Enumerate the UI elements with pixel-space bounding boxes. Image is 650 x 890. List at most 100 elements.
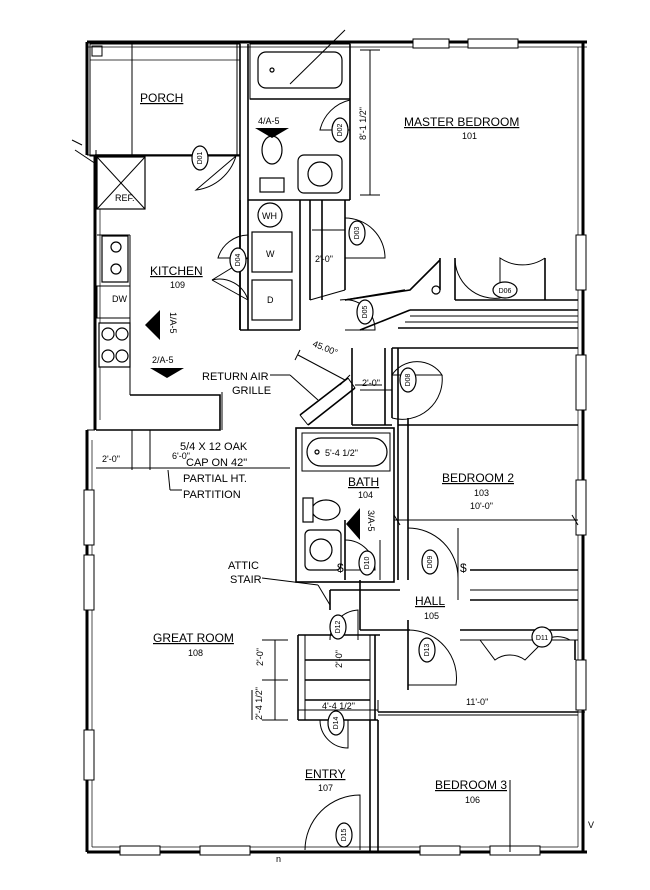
attic-stair xyxy=(251,577,380,749)
switch-icon: $ xyxy=(460,561,467,575)
door-tag xyxy=(331,117,349,143)
room-name: ENTRY xyxy=(305,767,345,781)
fixture-label: W xyxy=(266,249,275,259)
closet-doors xyxy=(479,639,546,661)
door-tag-label: D06 xyxy=(499,288,512,295)
door-tag-label: D04 xyxy=(235,253,242,266)
door-tag xyxy=(358,550,376,576)
dimension-label: 2'-0" xyxy=(102,454,120,464)
fixture-labels: REF. DW WH W D 5'-4 1/2" xyxy=(112,193,358,458)
linen-closet xyxy=(351,347,578,426)
dryer xyxy=(251,279,293,321)
room-dimension: 10'-0" xyxy=(470,501,493,511)
door-tag-label: D10 xyxy=(364,556,371,569)
window xyxy=(575,479,587,536)
note-attic: STAIR xyxy=(230,574,262,586)
room-name: BATH xyxy=(348,475,379,489)
section-label: 2/A-5 xyxy=(152,355,174,365)
door-tag-label: D05 xyxy=(362,305,369,318)
room-number: 109 xyxy=(170,280,185,290)
window xyxy=(119,845,161,856)
dimension-label: 11'-0" xyxy=(466,697,488,707)
door-tag xyxy=(348,220,366,246)
door-tag-label: D11 xyxy=(536,635,548,642)
door-arc xyxy=(319,99,351,131)
door-tag-label: D12 xyxy=(335,620,342,633)
master-bedroom xyxy=(344,49,578,329)
note-attic: ATTIC xyxy=(228,560,259,572)
room-name: BEDROOM 3 xyxy=(435,778,507,792)
bath xyxy=(295,427,579,583)
section-label: 1/A-5 xyxy=(168,312,178,334)
room-number: 103 xyxy=(474,488,489,498)
room-number: 108 xyxy=(188,648,203,658)
door-tag-label: D14 xyxy=(333,716,340,729)
room-name: GREAT ROOM xyxy=(153,631,234,645)
door-tag xyxy=(327,710,345,736)
bathtub xyxy=(306,437,388,467)
door-tag xyxy=(421,549,439,575)
door-tag xyxy=(335,822,353,848)
dimension-lines xyxy=(96,229,578,716)
section-arrow-icon xyxy=(150,368,184,378)
door-tag-label: D15 xyxy=(341,828,348,841)
window xyxy=(83,554,95,611)
room-name: BEDROOM 2 xyxy=(442,471,514,485)
washer xyxy=(251,231,293,273)
section-markers: 4/A-5 1/A-5 2/A-5 3/A-5 xyxy=(145,116,376,540)
door-tag xyxy=(229,247,247,273)
bedroom-2 xyxy=(397,348,578,601)
room-number: 101 xyxy=(462,131,477,141)
section-arrow-icon xyxy=(145,310,160,340)
section-arrow-icon xyxy=(255,128,289,138)
laundry xyxy=(211,200,301,331)
room-name: KITCHEN xyxy=(150,264,203,278)
dimension-label: 2'-4 1/2" xyxy=(254,687,264,720)
kitchen xyxy=(95,44,290,470)
window xyxy=(575,354,587,411)
window xyxy=(575,234,587,291)
note-partial: PARTIAL HT. xyxy=(183,473,247,485)
room-labels: PORCH MASTER BEDROOM 101 KITCHEN 109 BED… xyxy=(140,91,519,805)
door-tag xyxy=(191,145,209,171)
misc-symbols: $ $ n V xyxy=(276,561,594,864)
windows xyxy=(83,38,587,856)
door-tag xyxy=(418,637,436,663)
dimension-label: 4'-4 1/2" xyxy=(322,701,355,711)
dimension-labels: 8'-1 1/2" 2'-0" 45.00° 2'-0" 2'-0" 6'-0"… xyxy=(102,107,488,720)
note-return-air: RETURN AIR xyxy=(202,371,269,383)
door-tag xyxy=(356,299,374,325)
section-arrow-icon xyxy=(346,508,360,540)
dimension-label: 2'-0" xyxy=(334,650,344,668)
toilet xyxy=(311,499,341,521)
fixture-label: 5'-4 1/2" xyxy=(325,448,358,458)
dishwasher xyxy=(96,285,131,319)
fixture-label: D xyxy=(267,295,274,305)
window xyxy=(412,38,450,49)
fixture-label: WH xyxy=(262,211,277,221)
entry xyxy=(304,700,585,852)
door-tag-label: D02 xyxy=(337,123,344,136)
dimension-label: 45.00° xyxy=(311,339,339,358)
right-mark: V xyxy=(588,820,594,830)
window xyxy=(83,489,95,546)
bottom-mark: n xyxy=(276,854,281,864)
door-tag-label: D08 xyxy=(405,373,412,386)
room-name: HALL xyxy=(415,594,445,608)
door-tag xyxy=(531,626,553,648)
room-name: PORCH xyxy=(140,91,183,105)
window xyxy=(467,38,519,49)
room-number: 106 xyxy=(465,795,480,805)
dimension-label: 6'-0" xyxy=(172,451,190,461)
dimension-label: 2'-0" xyxy=(362,378,380,388)
water-heater xyxy=(257,202,283,228)
window xyxy=(489,845,541,856)
bathtub xyxy=(257,51,343,89)
door-tag-label: D01 xyxy=(197,151,204,164)
note-oak-cap: 5/4 X 12 OAK xyxy=(180,441,248,453)
note-oak-cap: CAP ON 42" xyxy=(186,457,247,469)
door-tag-label: D13 xyxy=(424,643,431,656)
door-tag xyxy=(329,614,347,640)
room-number: 104 xyxy=(358,490,373,500)
